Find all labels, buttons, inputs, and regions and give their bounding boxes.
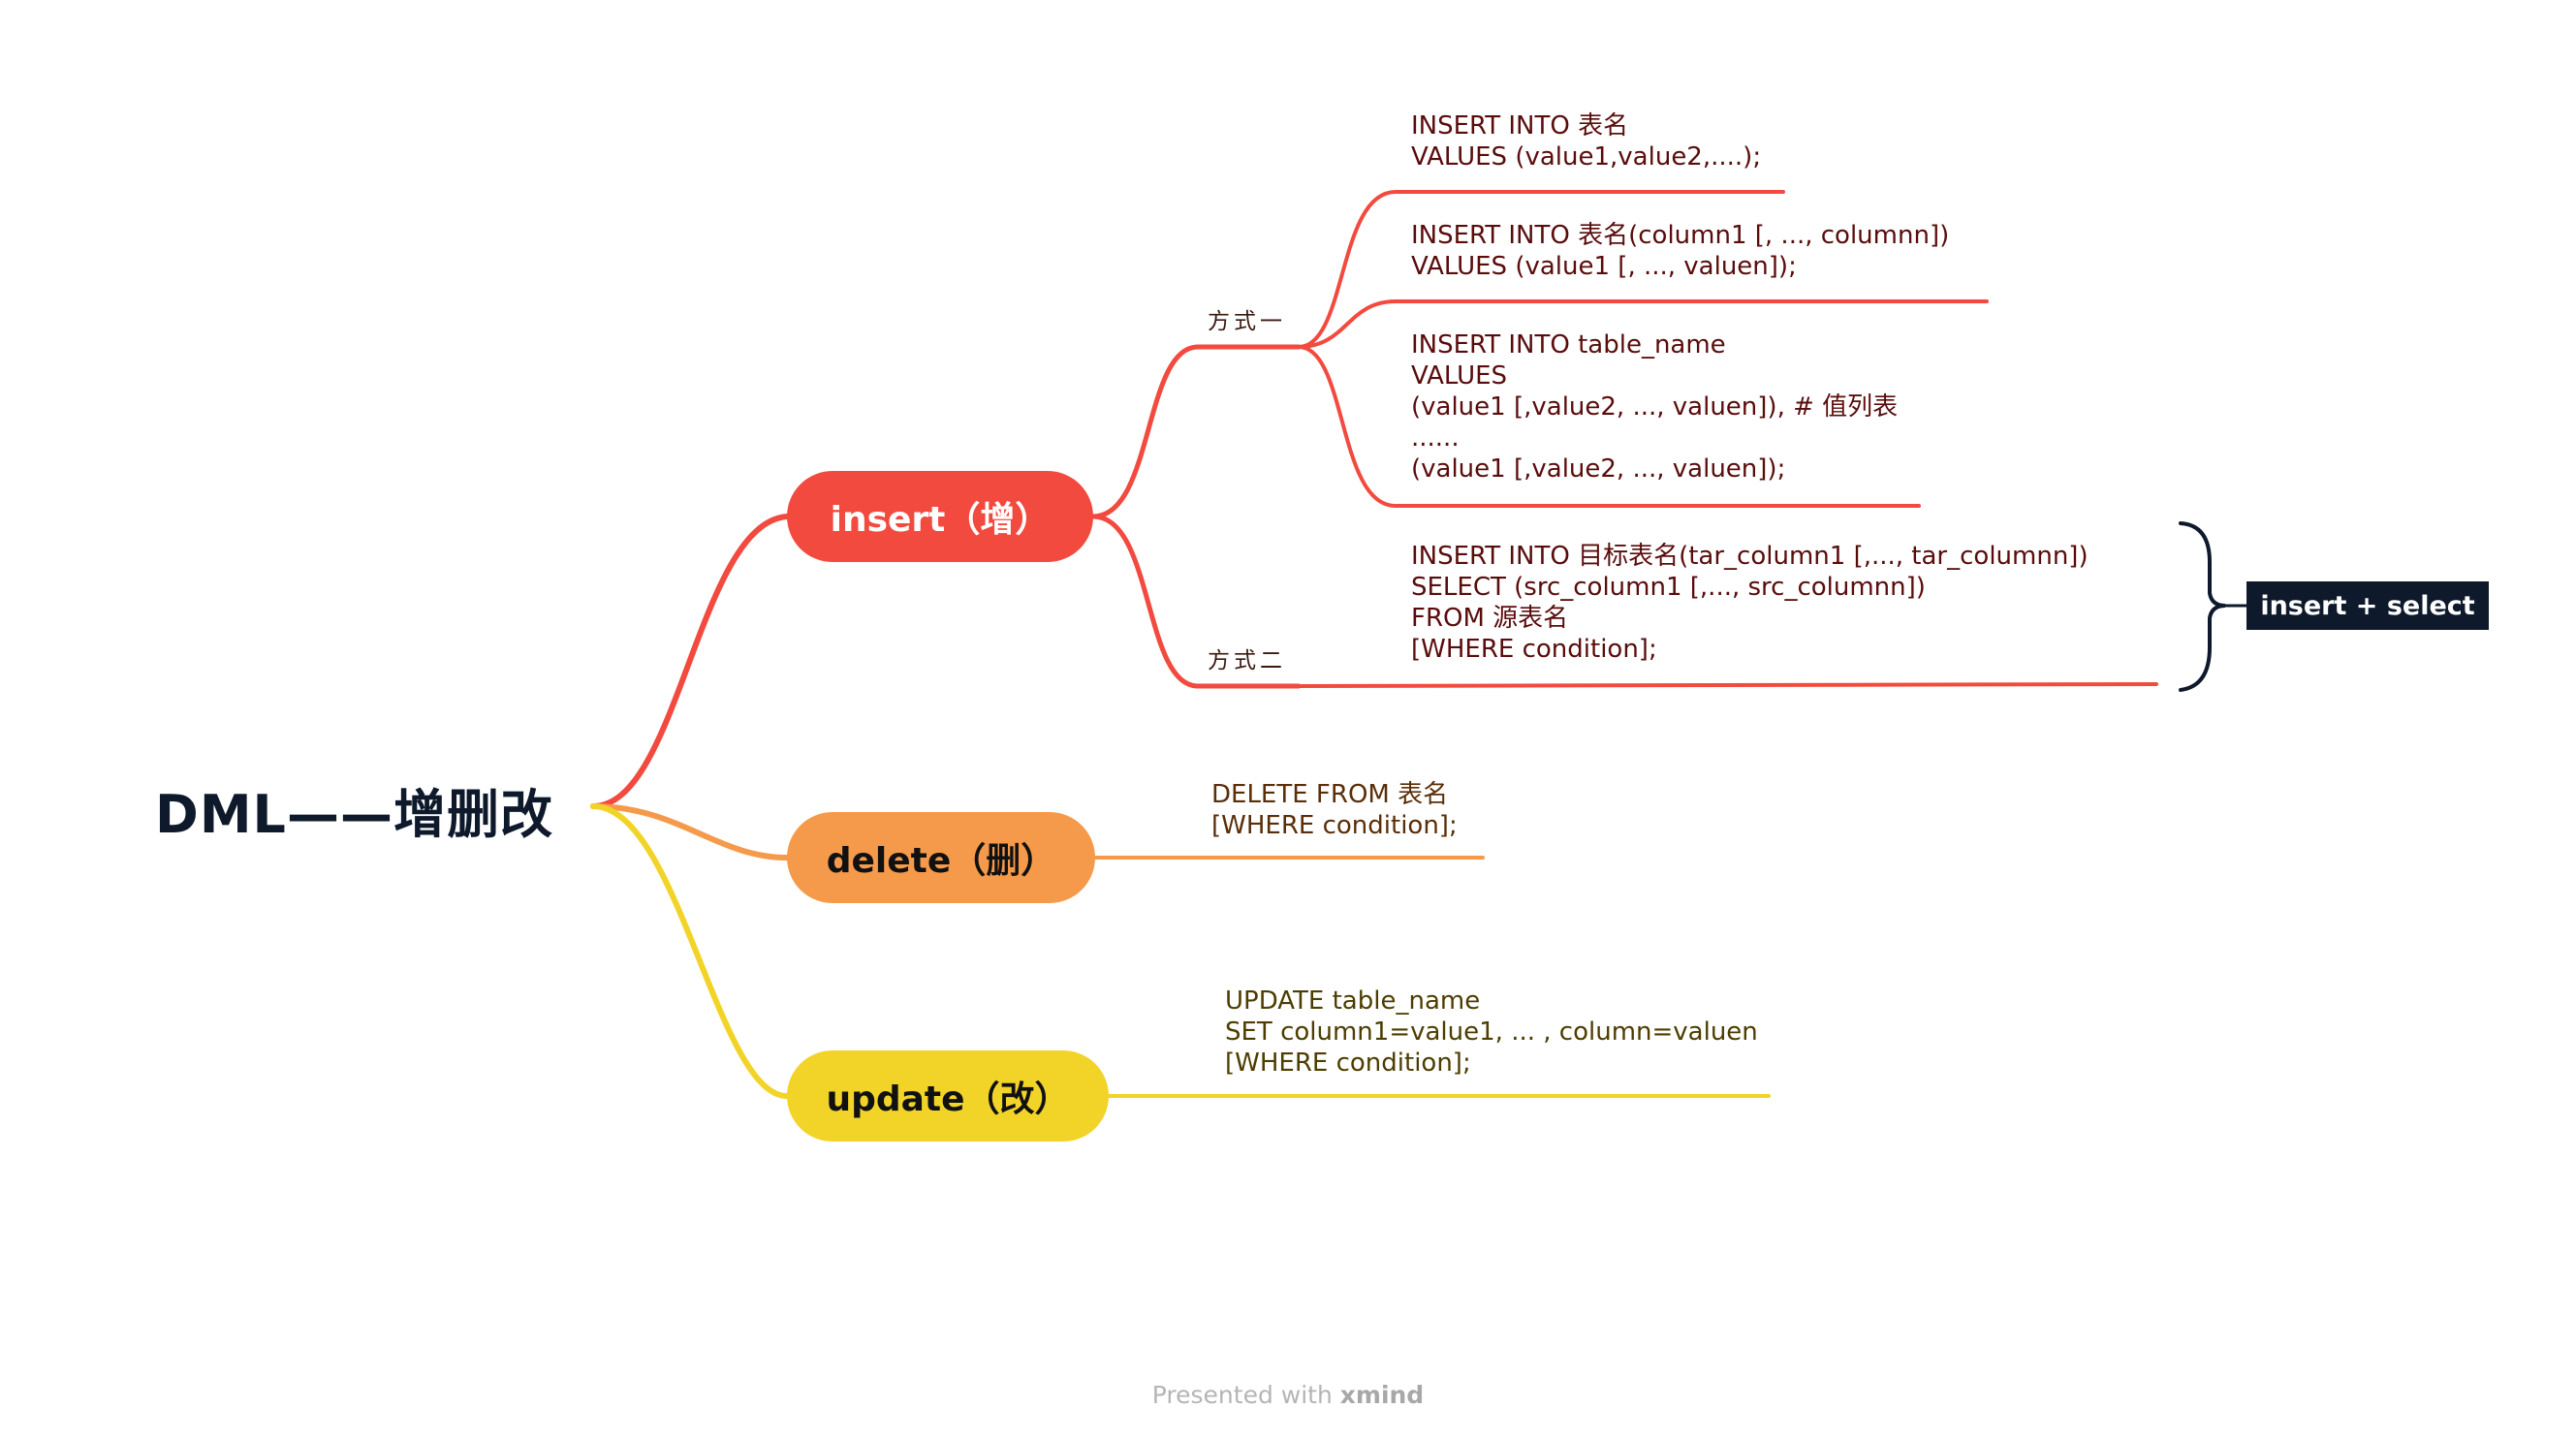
code-line: (value1 [,value2, ..., valuen]), # 值列表 <box>1411 392 1899 422</box>
connector-method1-item2 <box>1297 299 1989 349</box>
connector-root-update <box>590 803 790 1099</box>
code-line: [WHERE condition]; <box>1211 811 1458 840</box>
code-line: ...... <box>1411 423 1460 453</box>
update-item[interactable]: UPDATE table_name SET column1=value1, ..… <box>1225 986 1758 1079</box>
connector-insert-method1 <box>1090 344 1302 519</box>
insert-method1-item2[interactable]: INSERT INTO 表名(column1 [, ..., columnn])… <box>1411 220 1949 282</box>
branch-update[interactable]: update（改） <box>787 1050 1109 1142</box>
code-line: [WHERE condition]; <box>1225 1049 1471 1078</box>
code-line: SELECT (src_column1 [,..., src_columnn]) <box>1411 573 1926 602</box>
insert-method2-item1[interactable]: INSERT INTO 目标表名(tar_column1 [,..., tar_… <box>1411 541 2089 665</box>
code-line: INSERT INTO table_name <box>1411 330 1726 360</box>
code-line: (value1 [,value2, ..., valuen]); <box>1411 454 1786 484</box>
code-line: INSERT INTO 表名(column1 [, ..., columnn]) <box>1411 221 1950 250</box>
code-line: VALUES (value1 [, ..., valuen]); <box>1411 252 1797 281</box>
code-line: DELETE FROM 表名 <box>1211 780 1449 809</box>
branch-insert[interactable]: insert（增） <box>787 471 1093 562</box>
footer-credit: Presented with xmind <box>0 1381 2576 1409</box>
insert-method1-item1[interactable]: INSERT INTO 表名 VALUES (value1,value2,...… <box>1411 110 1761 172</box>
summary-brace <box>2179 521 2226 692</box>
code-line: INSERT INTO 目标表名(tar_column1 [,..., tar_… <box>1411 542 2089 571</box>
connector-root-insert <box>590 514 790 809</box>
code-line: SET column1=value1, ... , column=valuen <box>1225 1017 1758 1047</box>
connector-insert-method2 <box>1090 514 1302 689</box>
connector-method1-item3 <box>1297 345 1921 508</box>
code-line: UPDATE table_name <box>1225 986 1481 1016</box>
code-line: [WHERE condition]; <box>1411 635 1657 664</box>
method1-label[interactable]: 方式一 <box>1208 309 1286 334</box>
summary-tag[interactable]: insert + select <box>2246 581 2489 630</box>
xmind-logo: xmind <box>1339 1381 1425 1409</box>
connector-method2-item1 <box>1297 682 2158 688</box>
insert-method1-item3[interactable]: INSERT INTO table_name VALUES (value1 [,… <box>1411 329 1898 485</box>
footer-prefix: Presented with <box>1151 1381 1340 1409</box>
code-line: FROM 源表名 <box>1411 604 1569 633</box>
connector-root-delete <box>590 803 790 861</box>
delete-item[interactable]: DELETE FROM 表名 [WHERE condition]; <box>1211 779 1458 841</box>
code-line: INSERT INTO 表名 <box>1411 111 1629 141</box>
branch-delete[interactable]: delete（删） <box>787 812 1095 903</box>
code-line: VALUES <box>1411 361 1508 391</box>
method2-label[interactable]: 方式二 <box>1208 648 1286 673</box>
connector-method1-item1 <box>1297 190 1785 349</box>
code-line: VALUES (value1,value2,....); <box>1411 142 1762 172</box>
root-topic[interactable]: DML——增删改 <box>155 784 553 845</box>
